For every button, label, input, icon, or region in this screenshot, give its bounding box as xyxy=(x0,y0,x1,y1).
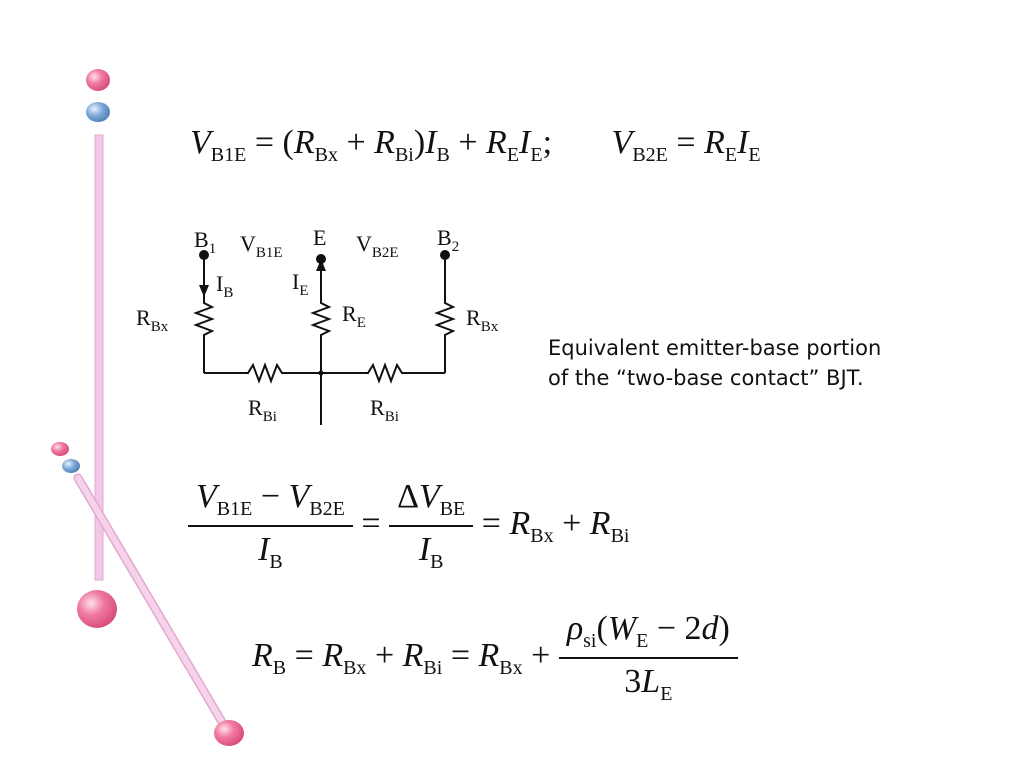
diagonal-rod xyxy=(75,475,225,725)
arrow-ie-icon xyxy=(316,259,326,271)
label-ib: IB xyxy=(216,271,233,301)
pink-bead-top xyxy=(86,69,110,91)
junction-dot xyxy=(318,370,324,376)
equation-rb: RB = RBx + RBi = RBx + ρsi(WE − 2d) 3LE xyxy=(252,610,738,706)
arrow-ib-icon xyxy=(199,285,209,297)
label-e: E xyxy=(313,225,326,250)
label-vb2e: VB2E xyxy=(356,231,399,261)
vertical-rod xyxy=(94,134,104,581)
equation-delta-vbe: VB1E − VB2E IB = ΔVBE IB = RBx + RBi xyxy=(188,478,629,574)
label-rbx-right: RBx xyxy=(466,305,499,335)
pink-bead-large xyxy=(77,590,117,628)
resistor-rbx-right xyxy=(434,295,456,373)
label-b2: B2 xyxy=(437,225,459,255)
caption-line-2: of the “two-base contact” BJT. xyxy=(548,366,864,390)
equation-vb1e-vb2e: VB1E = (RBx + RBi)IB + REIE; VB2E = REIE xyxy=(190,124,761,166)
resistor-rbi-left xyxy=(204,362,321,384)
pink-bead-small xyxy=(51,442,69,456)
equivalent-circuit-diagram: B1 VB1E E VB2E B2 IB IE RBx RE RBx RBi R… xyxy=(136,225,499,425)
resistor-rbx-left xyxy=(193,295,215,373)
label-rbi-left: RBi xyxy=(248,395,277,425)
blue-bead-small xyxy=(62,459,80,473)
pink-bead-bottom xyxy=(214,720,244,746)
label-rbx-left: RBx xyxy=(136,305,169,335)
caption-line-1: Equivalent emitter-base portion xyxy=(548,336,882,360)
node-b2-dot xyxy=(440,250,450,260)
resistor-re xyxy=(310,295,332,425)
label-ie: IE xyxy=(292,269,309,299)
label-b1: B1 xyxy=(194,227,216,257)
blue-bead-top xyxy=(86,102,110,122)
node-b1-dot xyxy=(199,250,209,260)
circuit-caption: Equivalent emitter-base portion of the “… xyxy=(548,333,881,393)
label-rbi-right: RBi xyxy=(370,395,399,425)
label-re: RE xyxy=(342,301,366,331)
label-vb1e: VB1E xyxy=(240,231,283,261)
resistor-rbi-right xyxy=(321,362,445,384)
